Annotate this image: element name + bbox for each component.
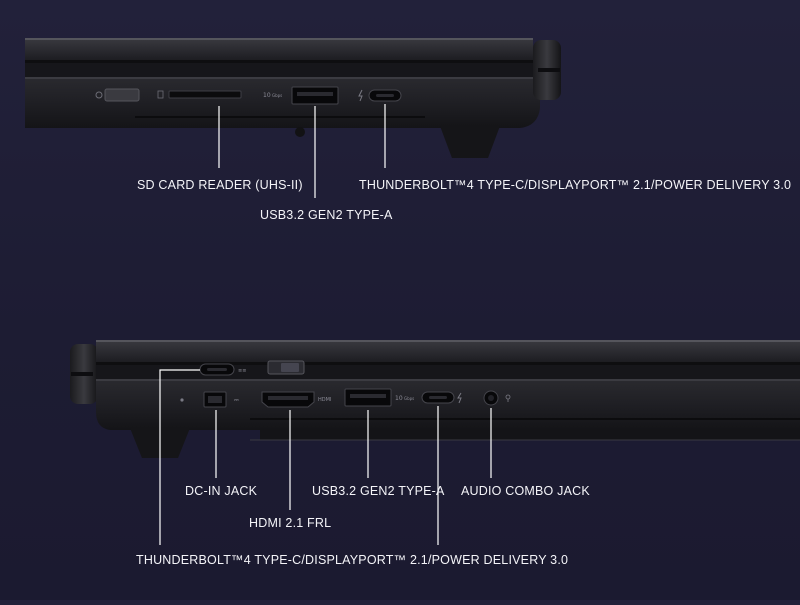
power-icon [95, 91, 103, 99]
label-dc-in: DC-IN JACK [185, 484, 258, 498]
label-usb-a-top: USB3.2 GEN2 TYPE-A [260, 208, 393, 222]
bottom-dc-in-port: ⎓ [203, 391, 239, 408]
sd-card-icon [157, 90, 164, 99]
label-thunderbolt-bottom: THUNDERBOLT™4 TYPE-C/DISPLAYPORT™ 2.1/PO… [136, 553, 569, 567]
bottom-thunderbolt-port: ≡≡ [199, 363, 246, 376]
svg-text:≡≡: ≡≡ [238, 368, 246, 374]
usb-10gbps-icon: 10 [395, 395, 403, 402]
top-thunderbolt-port [358, 89, 402, 102]
bottom-laptop: ≡≡ ⎓ HDMI 10 Gbps [70, 340, 800, 545]
thunderbolt-icon [358, 89, 363, 102]
bottom-lid-switch [267, 360, 305, 375]
thunderbolt-icon [457, 392, 462, 404]
bottom-usb-c-port [421, 391, 462, 404]
label-sd-card-reader: SD CARD READER (UHS-II) [137, 178, 303, 192]
top-power-button [95, 88, 140, 102]
label-usb-a-bottom: USB3.2 GEN2 TYPE-A [312, 484, 445, 498]
top-usb-a-port: 10 Gbps [263, 86, 339, 105]
usb-10gbps-icon: 10 [263, 92, 271, 99]
top-rear-foot [440, 126, 500, 158]
top-sd-card-reader-port [157, 90, 242, 99]
status-led [180, 398, 184, 402]
label-audio-combo: AUDIO COMBO JACK [461, 484, 590, 498]
top-laptop: 10 Gbps [25, 38, 561, 198]
label-thunderbolt-top: THUNDERBOLT™4 TYPE-C/DISPLAYPORT™ 2.1/PO… [359, 178, 792, 192]
bottom-hdmi-port: HDMI [261, 391, 331, 408]
hdmi-icon: HDMI [318, 397, 331, 403]
dc-icon: ⎓ [234, 397, 239, 404]
bottom-audio-jack [483, 390, 511, 406]
bottom-base [96, 379, 800, 430]
top-lid [25, 38, 533, 60]
svg-text:Gbps: Gbps [404, 396, 414, 401]
bottom-lid [96, 340, 800, 362]
bottom-usb-a-port: 10 Gbps [344, 388, 414, 407]
svg-text:Gbps: Gbps [272, 93, 282, 98]
label-hdmi: HDMI 2.1 FRL [249, 516, 332, 530]
callout-line-tb-bottom [159, 369, 200, 545]
top-base [25, 77, 540, 128]
